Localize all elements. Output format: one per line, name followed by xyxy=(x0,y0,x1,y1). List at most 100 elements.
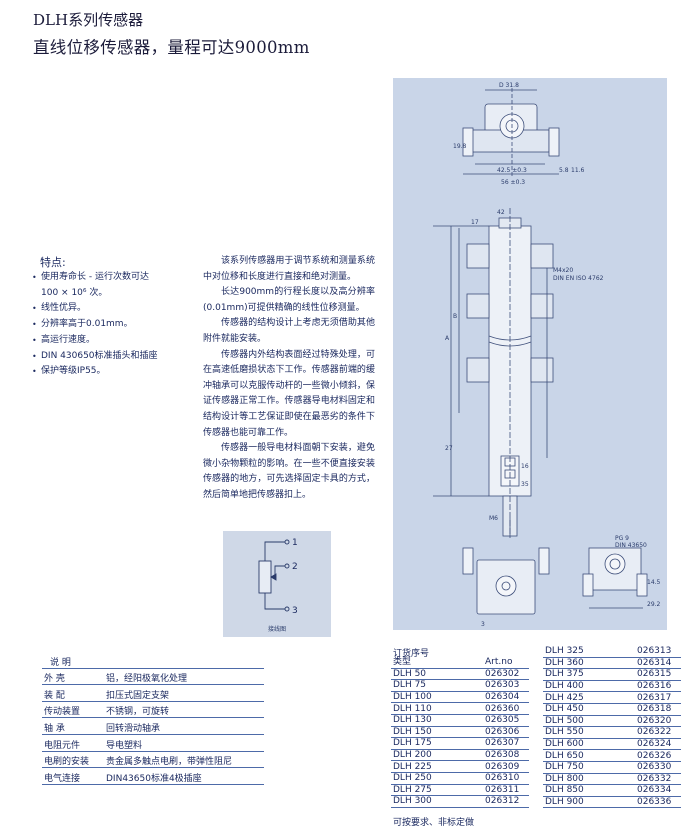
order-art-no: 026316 xyxy=(637,680,681,693)
features-list: 使用寿命长 - 运行次数可达 100 × 10⁶ 次。 线性优异。 分辨率高于0… xyxy=(32,270,212,380)
order-model: DLH 900 xyxy=(543,796,637,809)
order-model: DLH 400 xyxy=(543,680,637,693)
order-model: DLH 110 xyxy=(391,702,485,715)
order-art-no: 026309 xyxy=(485,760,529,773)
order-model: DLH 175 xyxy=(391,737,485,750)
order-art-no: 026308 xyxy=(485,749,529,762)
feature-item: 高运行速度。 xyxy=(32,333,212,349)
order-art-no: 026332 xyxy=(637,773,681,786)
order-model: DLH 50 xyxy=(391,668,485,681)
drawing-svg: D 31.8 19.8 42.5 ±0.3 56 ±0.3 5.8 11.6 M… xyxy=(433,82,661,628)
dim-19-8: 19.8 xyxy=(453,143,467,150)
spec-row: 装 配扣压式固定支架 xyxy=(42,684,264,702)
order-art-no: 026360 xyxy=(485,702,529,715)
order-model: DLH 130 xyxy=(391,714,485,727)
order-header-art: Art.no xyxy=(485,657,529,669)
order-model: DLH 550 xyxy=(543,726,637,739)
order-title: 订货序号 xyxy=(393,649,430,659)
spec-value: 扣压式固定支架 xyxy=(106,684,264,702)
order-art-no: 026303 xyxy=(485,679,529,692)
thread-note-1: M4x20 xyxy=(553,267,573,274)
dim-27: 27 xyxy=(445,445,453,452)
dim-5-8: 5.8 xyxy=(559,167,569,174)
spec-key: 传动装置 xyxy=(42,701,106,719)
order-model: DLH 225 xyxy=(391,760,485,773)
pin-3-label: 3 xyxy=(292,606,298,616)
pin-1-label: 1 xyxy=(292,538,298,548)
wiring-diagram: 1 2 3 接线图 xyxy=(223,531,331,637)
order-art-no: 026330 xyxy=(637,761,681,774)
feature-item: 100 × 10⁶ 次。 xyxy=(41,287,108,298)
order-art-no: 026305 xyxy=(485,714,529,727)
order-art-no: 026314 xyxy=(637,657,681,670)
spec-row: 轴 承回转滑动轴承 xyxy=(42,717,264,735)
order-art-no: 026313 xyxy=(637,646,681,658)
order-art-no: 026310 xyxy=(485,772,529,785)
order-model: DLH 750 xyxy=(543,761,637,774)
spec-row: 电刷的安装贵金属多触点电刷，带弹性阻尼 xyxy=(42,751,264,769)
pin-2-label: 2 xyxy=(292,562,298,572)
order-model: DLH 800 xyxy=(543,773,637,786)
order-model: DLH 600 xyxy=(543,738,637,751)
order-art-no: 026307 xyxy=(485,737,529,750)
order-art-no: 026306 xyxy=(485,726,529,739)
order-art-no: 026334 xyxy=(637,784,681,797)
desc-paragraph: 传感器一般导电材料面朝下安装，避免微小杂物颗粒的影响。在一些不便直接安装传感器的… xyxy=(203,443,375,500)
wiring-caption: 接线图 xyxy=(267,626,286,633)
spec-row: 传动装置不锈钢，可旋转 xyxy=(42,701,264,719)
dim-42-5: 42.5 ±0.3 xyxy=(497,167,527,174)
spec-value: DIN43650标准4极插座 xyxy=(106,767,264,785)
order-model: DLH 500 xyxy=(543,715,637,728)
spec-value: 铝，经阳极氧化处理 xyxy=(106,668,264,686)
dim-m6: M6 xyxy=(489,515,498,522)
order-note: 可按要求、非标定做 xyxy=(393,818,475,828)
spec-key: 电气连接 xyxy=(42,767,106,785)
feature-item: 分辨率高于0.01mm。 xyxy=(32,317,212,333)
dim-11-6: 11.6 xyxy=(571,167,585,174)
order-model: DLH 425 xyxy=(543,691,637,704)
order-model: DLH 850 xyxy=(543,784,637,797)
spec-value: 贵金属多触点电刷，带弹性阻尼 xyxy=(106,751,264,769)
order-header-model: 类型 xyxy=(391,657,485,669)
spec-key: 电阻元件 xyxy=(42,734,106,752)
desc-paragraph: 传感器内外结构表面经过特殊处理，可在高速低磨损状态下工作。传感器前端的缓冲轴承可… xyxy=(203,349,375,438)
dim-56: 56 ±0.3 xyxy=(501,179,525,186)
order-model: DLH 75 xyxy=(391,679,485,692)
order-model: DLH 650 xyxy=(543,749,637,762)
order-art-no: 026326 xyxy=(637,749,681,762)
order-art-no: 026318 xyxy=(637,703,681,716)
dim-42: 42 xyxy=(497,209,505,216)
dim-14-5: 14.5 xyxy=(647,579,661,586)
feature-item: DIN 430650标准插头和插座 xyxy=(32,349,212,365)
dim-35: 35 xyxy=(521,481,529,488)
spec-value: 不锈钢，可旋转 xyxy=(106,701,264,719)
dim-b: B xyxy=(453,313,457,320)
order-model: DLH 450 xyxy=(543,703,637,716)
dim-29-2: 29.2 xyxy=(647,601,661,608)
order-art-no: 026312 xyxy=(485,795,529,808)
spec-title: 说 明 xyxy=(42,652,264,669)
feature-item: 使用寿命长 - 运行次数可达 xyxy=(32,270,212,286)
order-art-no: 026304 xyxy=(485,691,529,704)
